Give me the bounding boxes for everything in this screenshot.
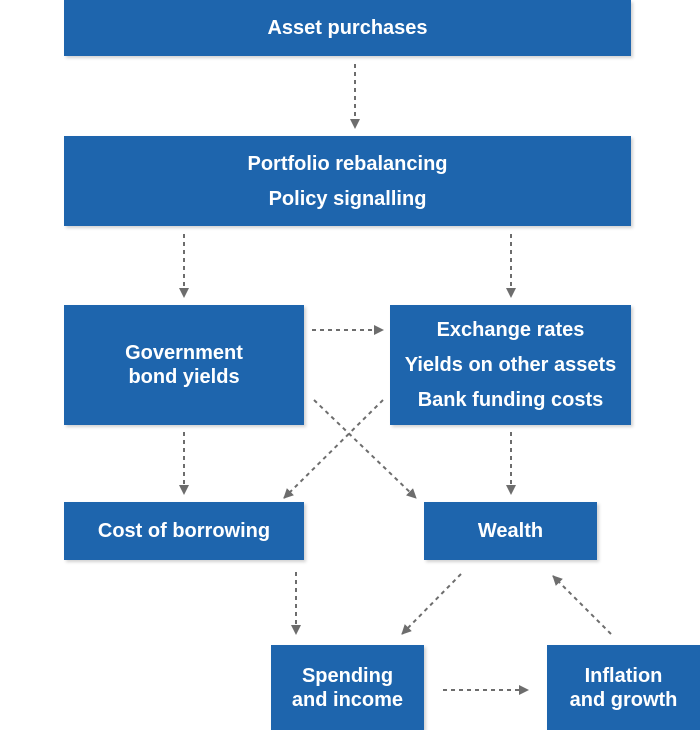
spending-and-income-box: Spending and income	[271, 645, 424, 730]
bank-funding-costs-label: Bank funding costs	[417, 389, 604, 411]
exchange-rates-label: Exchange rates	[436, 319, 585, 341]
arrow-wealth-to-spending	[401, 573, 462, 635]
exchange-rates-box: Exchange rates Yields on other assets Ba…	[390, 305, 631, 425]
asset-purchases-box: Asset purchases	[64, 0, 631, 56]
portfolio-rebalancing-label: Portfolio rebalancing	[247, 152, 448, 175]
government-bond-yields-line2: bond yields	[128, 366, 240, 388]
inflation-and-growth-line1: Inflation	[584, 664, 663, 687]
cost-of-borrowing-label: Cost of borrowing	[97, 520, 271, 542]
government-bond-yields-line1: Government	[125, 342, 243, 364]
spending-and-income-line1: Spending	[301, 664, 394, 687]
asset-purchases-label: Asset purchases	[267, 17, 428, 39]
arrow-inflation-to-wealth	[552, 575, 612, 635]
cost-of-borrowing-box: Cost of borrowing	[64, 502, 304, 560]
spending-and-income-line2: and income	[291, 688, 404, 711]
government-bond-yields-box: Government bond yields	[64, 305, 304, 425]
inflation-and-growth-box: Inflation and growth	[547, 645, 700, 730]
yields-on-other-assets-label: Yields on other assets	[404, 354, 617, 376]
policy-signalling-label: Policy signalling	[268, 187, 427, 210]
portfolio-rebalancing-box: Portfolio rebalancing Policy signalling	[64, 136, 631, 226]
wealth-box: Wealth	[424, 502, 597, 560]
wealth-label: Wealth	[477, 520, 544, 542]
inflation-and-growth-line2: and growth	[569, 688, 678, 711]
